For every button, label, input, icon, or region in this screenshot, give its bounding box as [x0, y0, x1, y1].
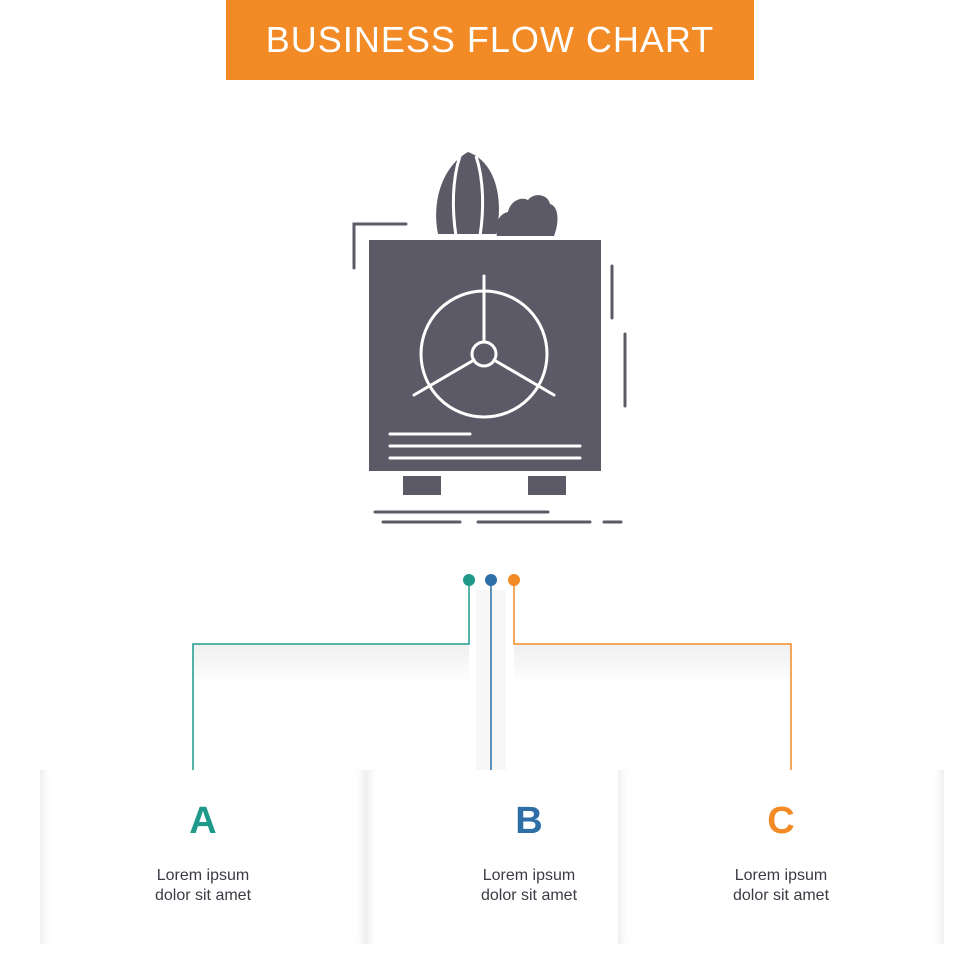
- step-text-b-line1: Lorem ipsum: [482, 867, 576, 884]
- step-text-c-line1: Lorem ipsum: [734, 867, 828, 884]
- step-text-b-line2: dolor sit amet: [480, 887, 578, 904]
- dot-a: [463, 574, 475, 586]
- step-card-c: C Lorem ipsum dolor sit amet: [618, 770, 944, 944]
- step-letter-c: C: [767, 800, 795, 842]
- connector-a: [192, 581, 470, 780]
- step-text-c-line2: dolor sit amet: [732, 887, 830, 904]
- dot-c: [508, 574, 520, 586]
- title-banner: BUSINESS FLOW CHART: [226, 0, 754, 80]
- step-letter-a: A: [189, 800, 217, 842]
- step-text-a-line2: dolor sit amet: [154, 887, 252, 904]
- step-card-a: A Lorem ipsum dolor sit amet: [40, 770, 366, 944]
- dot-b: [485, 574, 497, 586]
- step-letter-b: B: [515, 800, 543, 842]
- step-text-a-line1: Lorem ipsum: [156, 867, 250, 884]
- step-text-a: Lorem ipsum dolor sit amet: [40, 866, 366, 906]
- page-title: BUSINESS FLOW CHART: [265, 19, 715, 60]
- step-text-b: Lorem ipsum dolor sit amet: [366, 866, 692, 906]
- connector-c: [513, 581, 792, 780]
- step-text-c: Lorem ipsum dolor sit amet: [618, 866, 944, 906]
- safe-box-icon: [352, 152, 627, 524]
